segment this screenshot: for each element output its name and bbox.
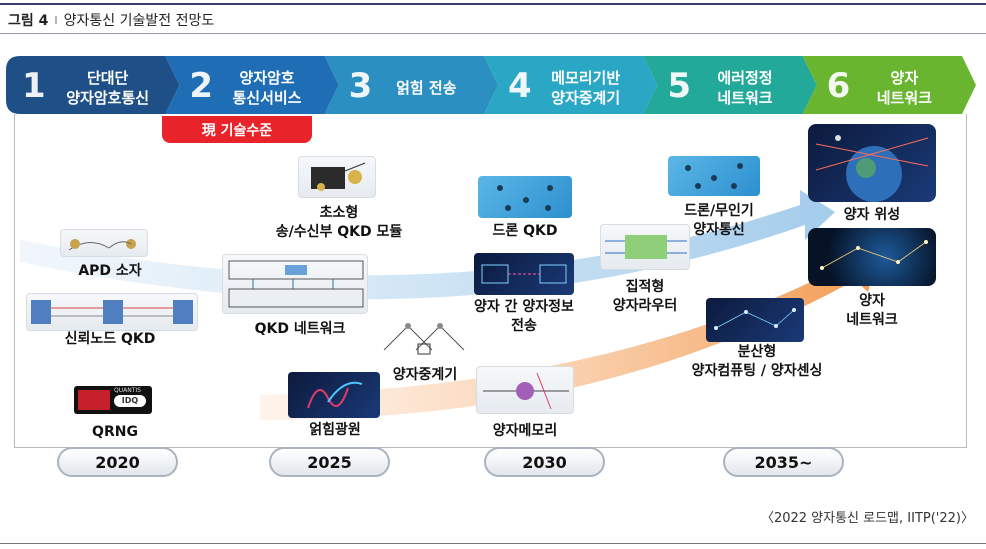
- year-2030: 2030: [484, 447, 605, 477]
- stage-label-3: 얽힘 전송: [396, 79, 457, 97]
- entangled-source-image: [288, 372, 380, 418]
- quantum-info-transfer-image: [474, 253, 574, 295]
- source-citation: 〈2022 양자통신 로드맵, IITP('22)〉: [760, 511, 974, 526]
- trusted-node-qkd-label: 신뢰노드 QKD: [64, 331, 156, 347]
- title-rule: [0, 33, 986, 34]
- qrng-brand: QUANTIS: [114, 387, 141, 394]
- drone-qkd-image: [478, 176, 572, 218]
- stage-label-5: 에러정정 네트워크: [717, 69, 773, 107]
- bottom-rule: [0, 543, 986, 544]
- trusted-node-diagram: [26, 293, 198, 331]
- distributed-label: 분산형 양자컴퓨팅 / 양자센싱: [691, 344, 823, 379]
- quantum-memory-label: 양자메모리: [492, 423, 558, 439]
- stage-label-1: 단대단 양자암호통신: [66, 69, 150, 107]
- qrng-device-image: IDQ QUANTIS: [74, 386, 152, 414]
- stage-label-6: 양자 네트워크: [876, 69, 932, 107]
- qkd-network-diagram: [222, 254, 368, 314]
- ultra-small-module-label: 초소형 송/수신부 QKD 모듈: [275, 205, 403, 240]
- ultra-small-module-image: [298, 156, 376, 198]
- drone-unmanned-label: 드론/무인기 양자통신: [684, 203, 754, 238]
- drone-unmanned-image: [668, 156, 760, 196]
- quantum-info-transfer-label: 양자 간 양자정보 전송: [474, 299, 574, 334]
- figure-title: 그림 4 I 양자통신 기술발전 전망도: [8, 10, 214, 30]
- top-rule: [0, 3, 986, 5]
- year-2020: 2020: [57, 447, 178, 477]
- year-2025: 2025: [269, 447, 390, 477]
- current-level-badge: 現 기술수준: [162, 116, 312, 143]
- entangled-source-label: 얽힘광원: [309, 422, 361, 438]
- qrng-logo: IDQ: [114, 395, 146, 407]
- qrng-label: QRNG: [92, 424, 138, 440]
- year-2035: 2035~: [723, 447, 844, 477]
- quantum-network-image: [808, 228, 936, 286]
- quantum-network-label: 양자 네트워크: [846, 293, 898, 328]
- repeater-diagram: [378, 318, 470, 358]
- quantum-memory-image: [476, 366, 574, 414]
- integrated-router-image: [600, 224, 690, 270]
- distributed-computing-image: [706, 298, 804, 342]
- repeater-label: 양자중계기: [392, 367, 458, 383]
- quantum-satellite-label: 양자 위성: [843, 207, 901, 223]
- integrated-router-label: 집적형 양자라우터: [612, 279, 678, 314]
- quantum-satellite-image: [808, 124, 936, 202]
- stage-label-4: 메모리기반 양자중계기: [551, 69, 621, 107]
- apd-label: APD 소자: [78, 263, 142, 279]
- apd-device-image: [60, 229, 148, 257]
- drone-qkd-label: 드론 QKD: [492, 223, 558, 239]
- stage-label-2: 양자암호 통신서비스: [232, 69, 302, 107]
- roadmap-frame: [14, 114, 967, 448]
- title-separator: I: [54, 13, 58, 27]
- figure-caption: 양자통신 기술발전 전망도: [63, 13, 215, 29]
- figure-number: 그림 4: [8, 13, 49, 29]
- qkd-network-label: QKD 네트워크: [254, 321, 346, 337]
